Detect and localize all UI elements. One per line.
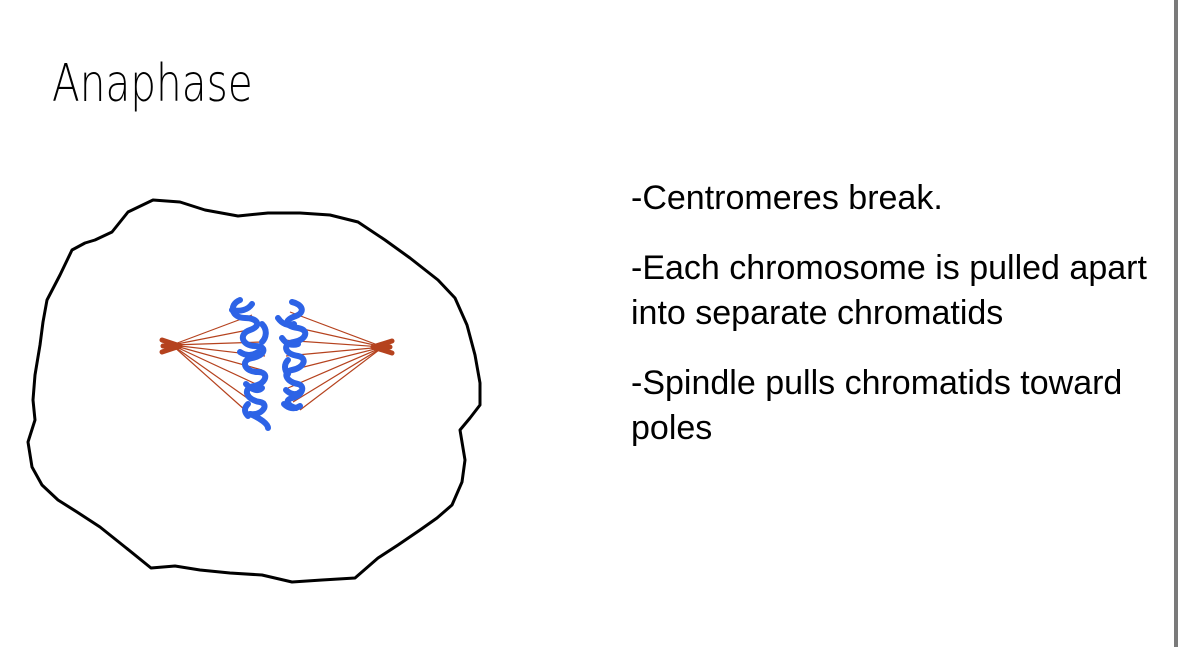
slide-title: Anaphase	[52, 54, 253, 114]
right-spindle-pole	[370, 338, 395, 356]
bullet-chromosome-pulled-apart: -Each chromosome is pulled apart into se…	[631, 249, 1147, 332]
cell-outline	[26, 198, 482, 584]
left-chromatids	[229, 297, 271, 431]
left-spindle-pole	[159, 337, 183, 355]
slide-right-border	[1174, 0, 1178, 647]
bullet-centromeres: -Centromeres break.	[631, 179, 943, 217]
right-chromatid-arms	[275, 315, 303, 412]
bullet-spindle-pulls: -Spindle pulls chromatids toward poles	[631, 364, 1123, 447]
spindle-fibers	[171, 311, 384, 411]
bullet-list: -Centromeres break. -Each chromosome is …	[631, 176, 1151, 476]
left-chromatid-arms	[229, 301, 269, 419]
anaphase-cell-diagram	[26, 198, 482, 584]
